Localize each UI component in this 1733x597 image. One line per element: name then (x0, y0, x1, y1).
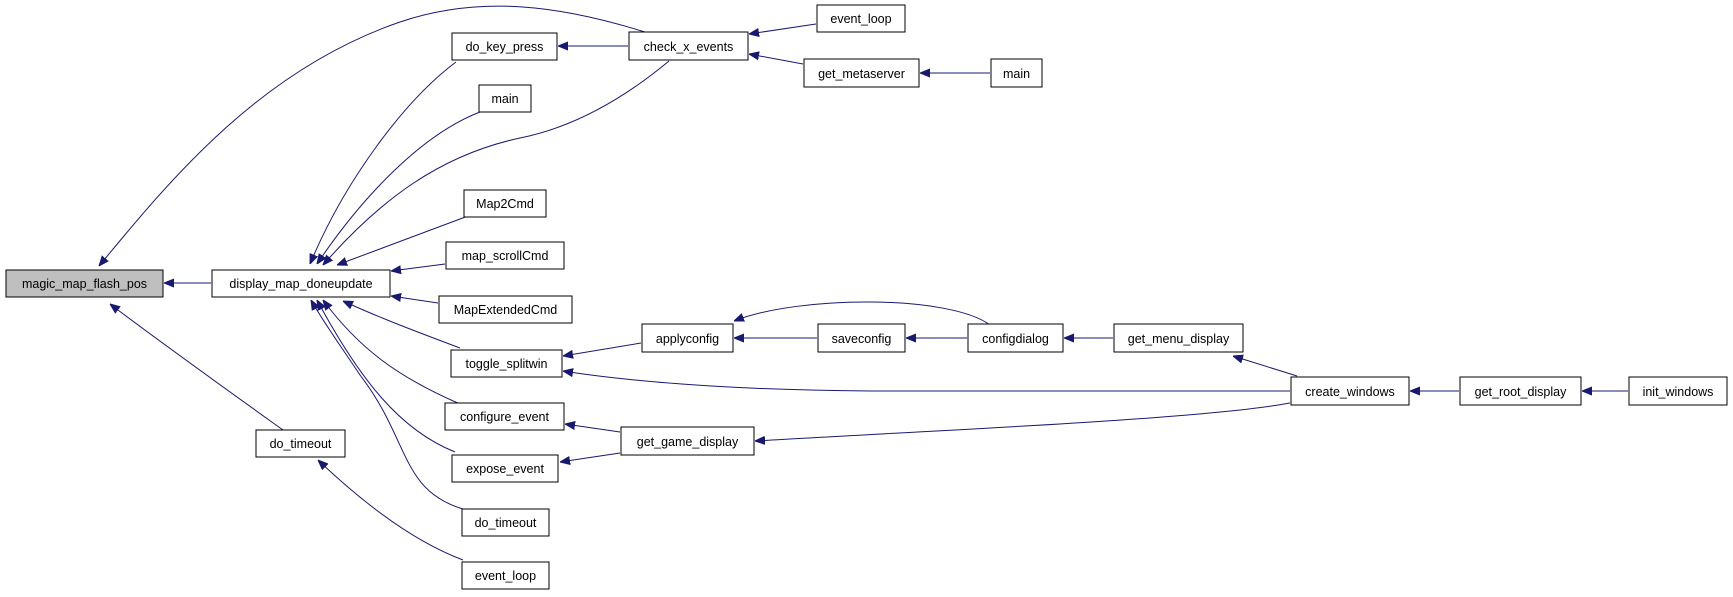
edge-expose_event-to-display_map_doneupdate (317, 300, 456, 453)
node-get_metaserver[interactable]: get_metaserver (803, 58, 920, 88)
node-label: event_loop (475, 569, 536, 583)
node-label: get_game_display (637, 435, 739, 449)
node-label: MapExtendedCmd (454, 303, 558, 317)
node-label: display_map_doneupdate (229, 277, 372, 291)
edge-applyconfig-to-toggle_splitwin (563, 342, 642, 356)
node-label: get_root_display (1475, 385, 1567, 399)
node-label: init_windows (1643, 385, 1714, 399)
edge-get_game_display-to-expose_event (560, 452, 621, 462)
node-label: event_loop (830, 12, 891, 26)
node-label: expose_event (466, 462, 544, 476)
node-label: do_key_press (466, 40, 544, 54)
edge-group (99, 5, 1628, 561)
node-map_scrollcmd[interactable]: map_scrollCmd (445, 241, 565, 270)
node-get_game_display[interactable]: get_game_display (620, 426, 755, 456)
node-label: saveconfig (832, 332, 892, 346)
node-label: map_scrollCmd (462, 249, 549, 263)
node-do_timeout-caller-of-magic_map_flash_pos[interactable]: do_timeout (255, 429, 346, 458)
node-check_x_events[interactable]: check_x_events (628, 31, 749, 61)
edge-get_metaserver-to-check_x_events (749, 54, 804, 65)
edge-do_timeout_b-to-display_map_doneupdate (311, 300, 464, 510)
node-label: toggle_splitwin (466, 357, 548, 371)
edge-main_a-to-display_map_doneupdate (317, 111, 481, 264)
node-configdialog[interactable]: configdialog (967, 323, 1064, 353)
edge-do_timeout_a-to-magic_map_flash_pos (110, 304, 284, 431)
node-map2cmd[interactable]: Map2Cmd (463, 189, 547, 218)
node-toggle_splitwin[interactable]: toggle_splitwin (450, 349, 563, 378)
node-saveconfig[interactable]: saveconfig (817, 323, 906, 353)
edge-mapextendedcmd-to-display_map_doneupdate (391, 296, 439, 304)
node-label: configdialog (982, 332, 1049, 346)
node-init_windows[interactable]: init_windows (1628, 376, 1728, 406)
edge-create_windows-to-get_game_display (755, 402, 1291, 441)
edge-map_scrollcmd-to-display_map_doneupdate (391, 263, 446, 271)
edge-event_loop_a-to-do_timeout_a (318, 460, 464, 561)
node-event_loop-caller-of-check_x_events[interactable]: event_loop (816, 4, 906, 33)
edge-configdialog-to-applyconfig (734, 301, 991, 326)
node-display_map_doneupdate[interactable]: display_map_doneupdate (211, 269, 391, 298)
node-label: create_windows (1305, 385, 1395, 399)
node-label: check_x_events (644, 40, 734, 54)
node-do_key_press[interactable]: do_key_press (451, 32, 558, 61)
node-group: magic_map_flash_pos display_map_doneupda… (5, 4, 1728, 590)
node-label: do_timeout (270, 437, 332, 451)
node-label: magic_map_flash_pos (22, 277, 147, 291)
node-label: main (491, 92, 518, 106)
node-label: Map2Cmd (476, 197, 534, 211)
node-label: get_metaserver (818, 67, 905, 81)
node-create_windows[interactable]: create_windows (1290, 376, 1410, 406)
node-applyconfig[interactable]: applyconfig (641, 323, 734, 353)
node-get_menu_display[interactable]: get_menu_display (1113, 323, 1244, 353)
edge-map2cmd-to-display_map_doneupdate (337, 215, 469, 265)
node-event_loop-caller-of-do_timeout[interactable]: event_loop (461, 561, 550, 590)
node-label: applyconfig (656, 332, 719, 346)
edge-check_x_events-to-magic_map_flash_pos (99, 5, 649, 266)
edge-create_windows-to-toggle_splitwin (563, 371, 1290, 392)
node-magic_map_flash_pos[interactable]: magic_map_flash_pos (5, 269, 164, 298)
edge-create_windows-to-get_menu_display (1233, 356, 1298, 377)
node-label: configure_event (460, 410, 549, 424)
node-configure_event[interactable]: configure_event (444, 402, 565, 431)
edge-toggle_splitwin-to-display_map_doneupdate (343, 301, 461, 349)
node-do_timeout-caller-of-display_map_doneupdate[interactable]: do_timeout (461, 508, 550, 537)
node-label: get_menu_display (1128, 332, 1230, 346)
node-label: do_timeout (475, 516, 537, 530)
edge-check_x_events-to-display_map_doneupdate (323, 60, 670, 265)
node-main-caller-of-get_metaserver[interactable]: main (990, 58, 1043, 88)
node-get_root_display[interactable]: get_root_display (1459, 376, 1582, 406)
node-label: main (1003, 67, 1030, 81)
node-main-caller-of-display_map_doneupdate[interactable]: main (478, 84, 532, 113)
edge-get_game_display-to-configure_event (565, 424, 621, 433)
edge-event_loop_b-to-check_x_events (749, 23, 817, 34)
edge-configure_event-to-display_map_doneupdate (323, 300, 461, 405)
edge-do_key_press-to-display_map_doneupdate (310, 61, 457, 264)
node-mapextendedcmd[interactable]: MapExtendedCmd (438, 295, 573, 324)
node-expose_event[interactable]: expose_event (451, 454, 559, 483)
